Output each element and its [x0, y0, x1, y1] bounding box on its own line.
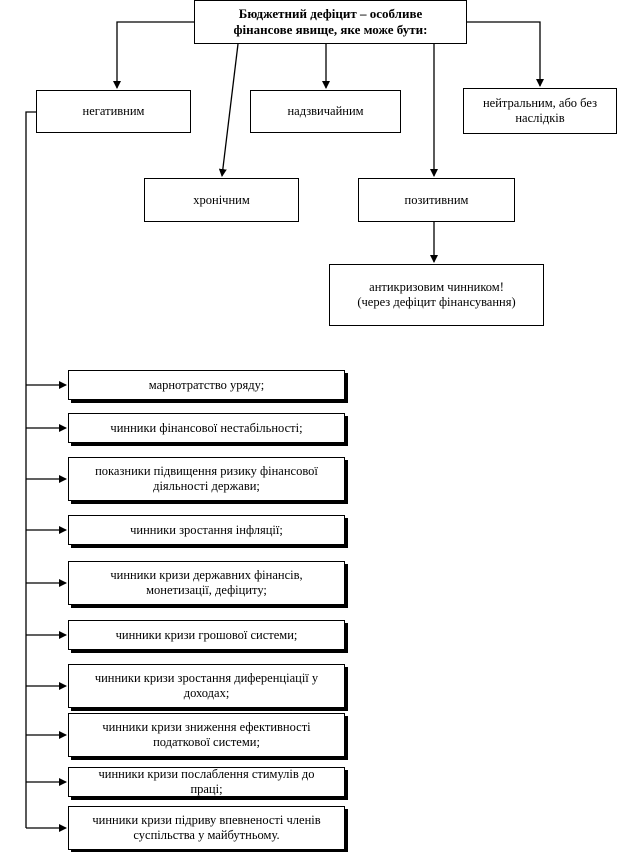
deficit-title-line2: фінансове явище, яке може бути: [233, 22, 428, 37]
negative-factor-box: чинники фінансової нестабільності; [68, 413, 345, 443]
type-positive-box: позитивним [358, 178, 515, 222]
type-negative-box: негативним [36, 90, 191, 133]
negative-factor-line1: чинники зростання інфляції; [130, 522, 283, 537]
negative-factor-line1: чинники кризи грошової системи; [115, 627, 298, 642]
arrow-to-negative [113, 21, 195, 89]
negative-factor-line1: чинники кризи зростання диференціації у [94, 671, 319, 685]
arrow-to-chronic [218, 43, 239, 177]
negative-factor-line1: чинники кризи послаблення стимулів до [98, 767, 315, 781]
type-emergency-label: надзвичайним [287, 104, 364, 118]
anti-crisis-line2: (через дефіцит фінансування) [357, 295, 516, 309]
negative-factor-line2: праці; [190, 782, 223, 796]
type-neutral-line2: наслідків [515, 111, 565, 125]
arrow-to-neutral [466, 21, 544, 87]
negative-factor-line2: монетизації, дефіциту; [146, 583, 267, 597]
type-chronic-label: хронічним [193, 192, 250, 207]
negative-factor-line1: чинники кризи зниження ефективності [102, 720, 311, 734]
negative-factor-box: чинники зростання інфляції; [68, 515, 345, 545]
deficit-title-box: Бюджетний дефіцит – особливе фінансове я… [194, 0, 467, 44]
negative-factor-box: чинники кризи державних фінансів,монетиз… [68, 561, 345, 605]
type-negative-label: негативним [82, 104, 145, 118]
negative-factor-line1: чинники кризи підриву впевненості членів [92, 813, 321, 827]
negative-factor-line1: показники підвищення ризику фінансової [95, 464, 318, 478]
type-positive-label: позитивним [404, 192, 469, 207]
negative-factor-line1: марнотратство уряду; [148, 377, 265, 392]
negative-factor-line2: діяльності держави; [153, 479, 260, 493]
type-neutral-line1: нейтральним, або без [482, 96, 598, 110]
negative-factor-line2: доходах; [183, 686, 230, 700]
negative-factor-line2: суспільства у майбутньому. [133, 828, 280, 842]
negative-factor-box: чинники кризи підриву впевненості членів… [68, 806, 345, 850]
negative-trunk-link [25, 111, 36, 828]
anti-crisis-line1: антикризовим чинником! [369, 280, 504, 294]
negative-factor-line1: чинники кризи державних фінансів, [110, 568, 303, 582]
deficit-title-line1: Бюджетний дефіцит – особливе [238, 6, 423, 21]
negative-factor-box: марнотратство уряду; [68, 370, 345, 400]
type-neutral-box: нейтральним, або без наслідків [463, 88, 617, 134]
anti-crisis-box: антикризовим чинником! (через дефіцит фі… [329, 264, 544, 326]
negative-factor-line2: податкової системи; [153, 735, 260, 749]
negative-factor-box: чинники кризи грошової системи; [68, 620, 345, 650]
negative-factor-line1: чинники фінансової нестабільності; [110, 420, 303, 435]
type-emergency-box: надзвичайним [250, 90, 401, 133]
type-chronic-box: хронічним [144, 178, 299, 222]
